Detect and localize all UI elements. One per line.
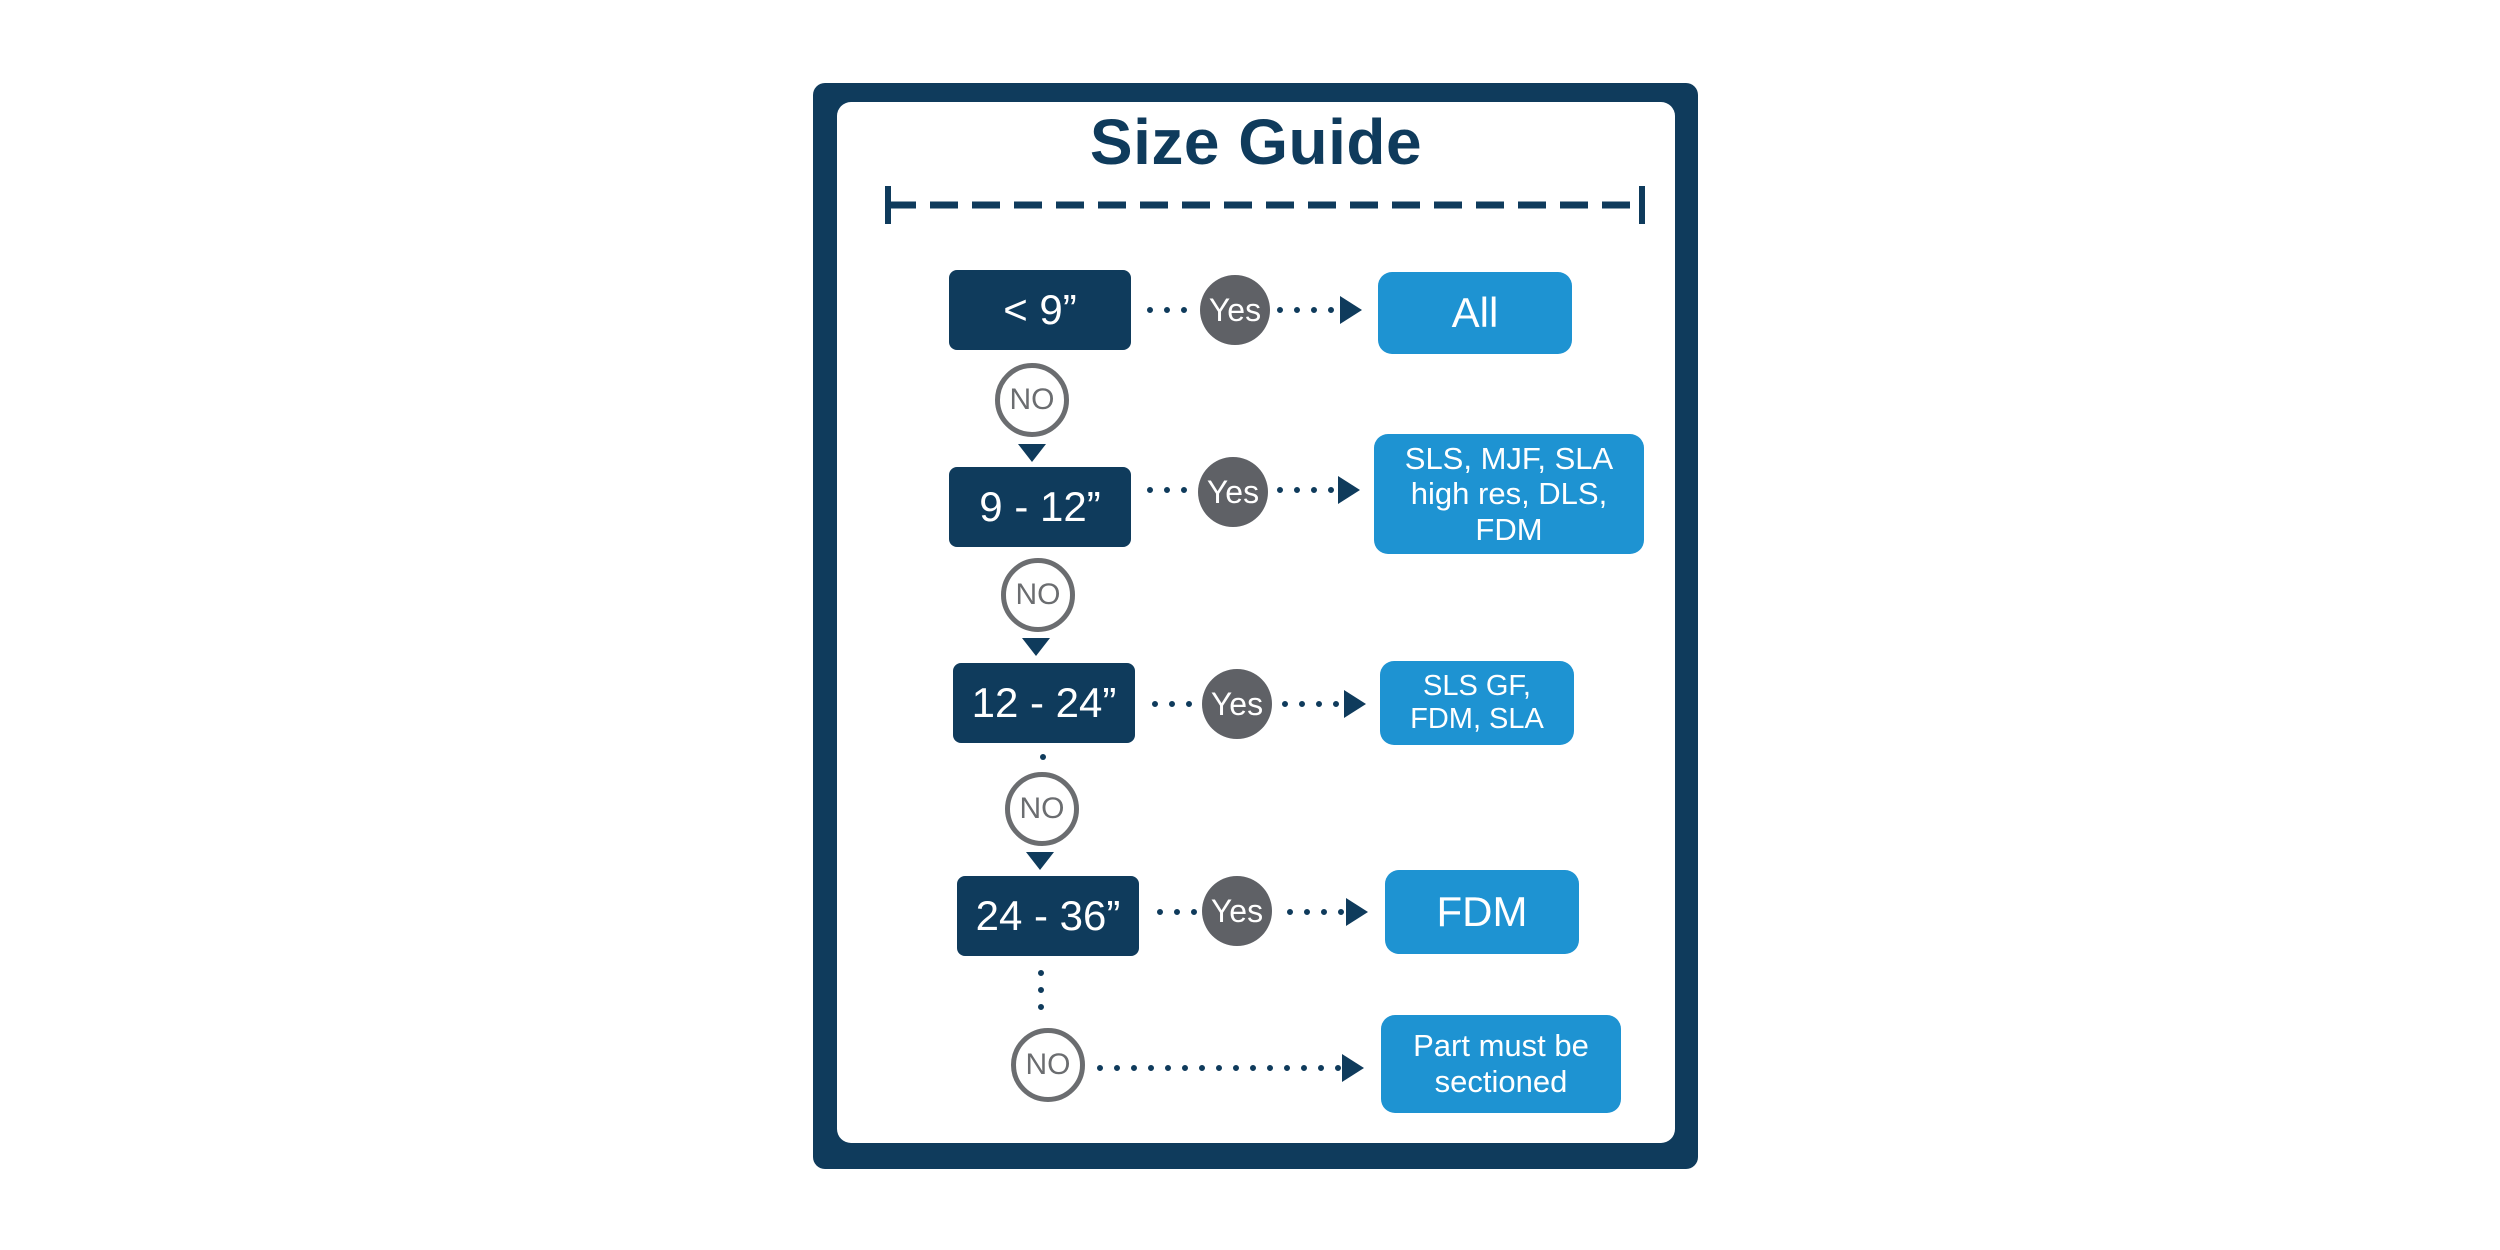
size-box-row1: < 9”	[949, 270, 1131, 350]
arrow-down-1	[1018, 444, 1046, 462]
yes-badge-row1: Yes	[1200, 275, 1270, 345]
result-box-row2: SLS, MJF, SLA high res, DLS, FDM	[1374, 434, 1644, 554]
yes-badge-row3: Yes	[1202, 669, 1272, 739]
arrow-row2	[1338, 476, 1360, 504]
arrow-down-2	[1022, 638, 1050, 656]
arrow-row4	[1346, 898, 1368, 926]
arrow-final	[1342, 1054, 1364, 1082]
size-box-row4: 24 - 36”	[957, 876, 1139, 956]
no-badge-row4: NO	[1011, 1028, 1085, 1102]
result-box-row4: FDM	[1385, 870, 1579, 954]
page-title: Size Guide	[1089, 106, 1423, 178]
size-box-row3: 12 - 24”	[953, 663, 1135, 743]
arrow-row3	[1344, 690, 1366, 718]
result-box-row3: SLS GF, FDM, SLA	[1380, 661, 1574, 745]
yes-badge-row2: Yes	[1198, 457, 1268, 527]
no-badge-row3: NO	[1005, 772, 1079, 846]
result-box-final: Part must be sectioned	[1381, 1015, 1621, 1113]
yes-badge-row4: Yes	[1202, 876, 1272, 946]
no-badge-row2: NO	[1001, 558, 1075, 632]
no-badge-row1: NO	[995, 363, 1069, 437]
result-box-row1: All	[1378, 272, 1572, 354]
size-box-row2: 9 - 12”	[949, 467, 1131, 547]
arrow-down-3	[1026, 852, 1054, 870]
arrow-row1	[1340, 296, 1362, 324]
